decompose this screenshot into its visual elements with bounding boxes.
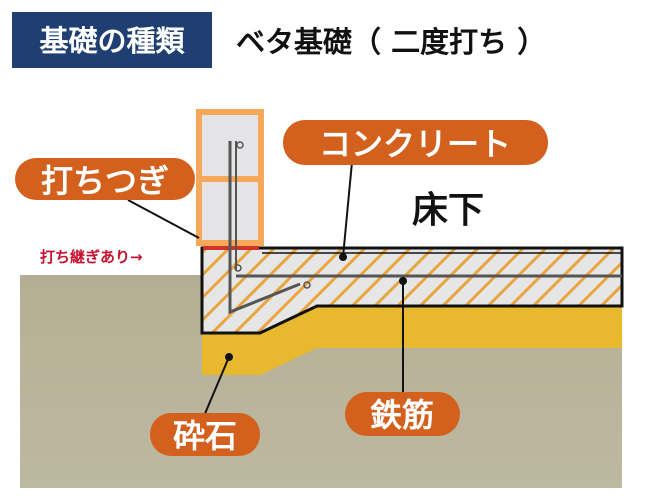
gravel-layer bbox=[202, 300, 622, 375]
gravel-label-pill bbox=[150, 413, 260, 456]
gravel-label: 砕石 bbox=[173, 417, 237, 455]
underfloor-label: 床下 bbox=[412, 190, 484, 231]
rebar-marker bbox=[399, 277, 407, 285]
joint-note: 打ち継ぎあり→ bbox=[40, 248, 143, 266]
concrete-marker bbox=[339, 253, 347, 261]
concrete-label: コンクリート bbox=[319, 125, 511, 163]
rebar-label: 鉄筋 bbox=[370, 396, 434, 434]
rebar bbox=[228, 141, 622, 315]
page-title: ベタ基礎（ 二度打ち ） bbox=[236, 25, 546, 59]
joint-label: 打ちつぎ bbox=[41, 162, 169, 200]
leader-lines bbox=[127, 161, 404, 417]
rebar-label-pill bbox=[345, 392, 460, 436]
gravel-marker bbox=[225, 353, 233, 361]
joint-label-pill bbox=[15, 158, 195, 200]
header-badge-text: 基礎の種類 bbox=[39, 24, 185, 58]
header-badge bbox=[12, 12, 212, 68]
concrete-label-pill bbox=[283, 120, 548, 165]
concrete-slab bbox=[200, 246, 624, 335]
